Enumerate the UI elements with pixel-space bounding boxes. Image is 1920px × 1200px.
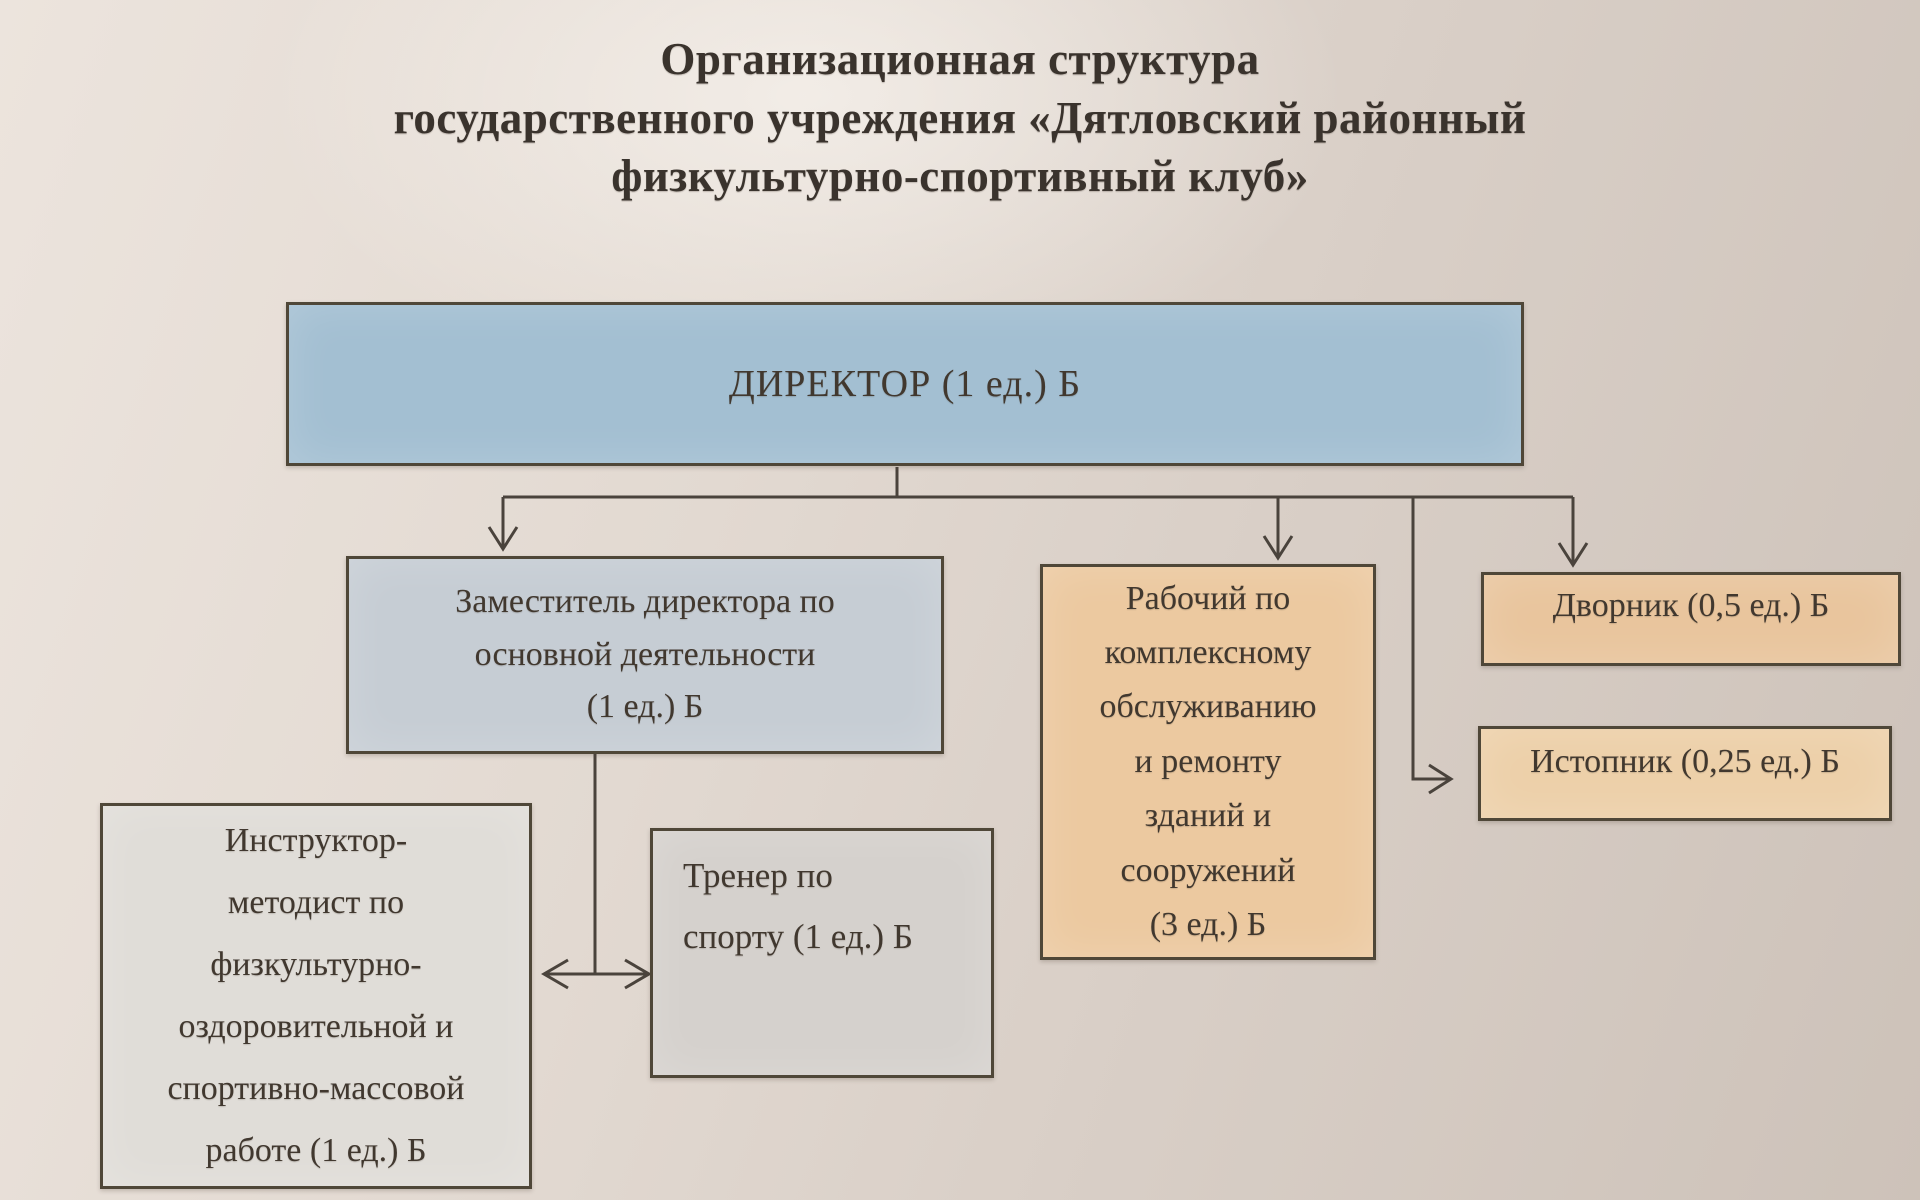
node-instructor-methodist: Инструктор- методист по физкультурно- оз… (100, 803, 532, 1189)
node-maintenance-worker: Рабочий по комплексному обслуживанию и р… (1040, 564, 1376, 960)
node-sports-trainer-label: Тренер по спорту (1 ед.) Б (683, 856, 913, 957)
edge-arrow-worker (1262, 497, 1294, 561)
edge-arrow-deputy (487, 497, 519, 552)
node-janitor: Дворник (0,5 ед.) Б (1481, 572, 1901, 666)
node-sports-trainer: Тренер по спорту (1 ед.) Б (650, 828, 994, 1078)
node-maintenance-worker-label: Рабочий по комплексному обслуживанию и р… (1099, 579, 1317, 943)
edge-arrow-janitor (1557, 497, 1589, 568)
node-deputy-director-label: Заместитель директора по основной деятел… (455, 582, 835, 726)
node-stoker-label: Истопник (0,25 ед.) Б (1530, 743, 1840, 780)
node-director: ДИРЕКТОР (1 ед.) Б (286, 302, 1524, 466)
chart-title: Организационная структура государственно… (393, 34, 1527, 201)
edge-double-arrow (541, 958, 652, 990)
edge-arrow-stoker (1411, 497, 1454, 795)
node-director-label: ДИРЕКТОР (1 ед.) Б (728, 363, 1082, 405)
node-instructor-methodist-label: Инструктор- методист по физкультурно- оз… (167, 822, 465, 1169)
node-stoker: Истопник (0,25 ед.) Б (1478, 726, 1892, 821)
node-deputy-director: Заместитель директора по основной деятел… (346, 556, 944, 754)
node-janitor-label: Дворник (0,5 ед.) Б (1552, 587, 1830, 624)
